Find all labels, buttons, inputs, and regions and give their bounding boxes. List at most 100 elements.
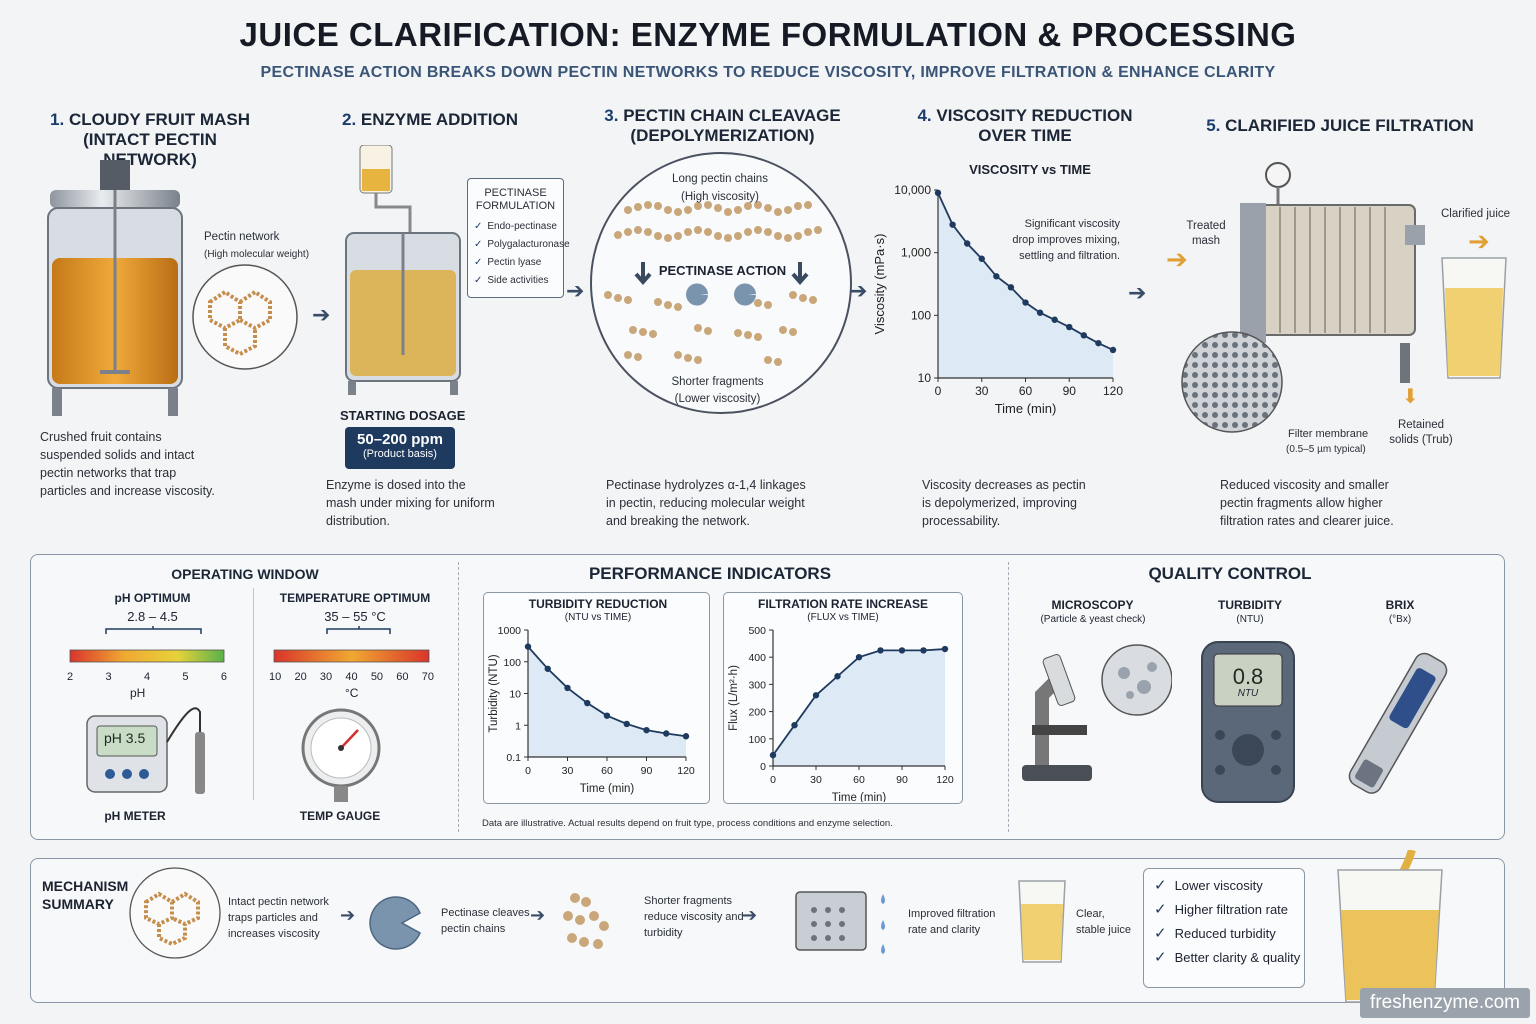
- data-point: [1051, 316, 1058, 323]
- microscope-icon: [1022, 644, 1172, 781]
- x-axis-label: Time (min): [995, 401, 1057, 416]
- short-fragments-label: Shorter fragments: [671, 376, 764, 388]
- data-point: [524, 643, 532, 650]
- y-tick-label: 1: [515, 720, 521, 732]
- treated-mash-label: Treated mash: [1186, 220, 1226, 247]
- data-point: [855, 654, 863, 661]
- temp-range: 35 – 55 °C: [324, 609, 386, 624]
- formulation-item: ✓Side activities: [474, 275, 549, 286]
- data-point: [769, 751, 777, 759]
- y-tick-label: 100: [503, 657, 521, 669]
- arrow-4-5: ➔: [1128, 280, 1147, 305]
- temp-unit: °C: [345, 686, 359, 700]
- operating-title: OPERATING WINDOW: [171, 566, 319, 582]
- x-tick-label: 0: [525, 765, 531, 777]
- y-tick-label: 400: [748, 652, 766, 664]
- data-point: [682, 733, 690, 740]
- data-point: [963, 240, 971, 247]
- x-tick-label: 90: [896, 774, 908, 786]
- x-tick-label: 120: [677, 765, 695, 777]
- pectin-network-label: Pectin network: [204, 231, 280, 243]
- data-point: [564, 684, 571, 692]
- mechanism-arrow: ➔: [530, 905, 546, 925]
- temp-gauge-label: TEMP GAUGE: [299, 809, 381, 823]
- y-tick-label: 200: [748, 707, 766, 719]
- dosage-basis: (Product basis): [363, 448, 437, 460]
- formulation-item: ✓Endo-pectinase: [474, 221, 557, 232]
- step3-title: 3. PECTIN CHAIN CLEAVAGE(DEPOLYMERIZATIO…: [604, 106, 841, 145]
- step5-desc: Reduced viscosity and smaller pectin fra…: [1220, 478, 1394, 528]
- long-chains-label: Long pectin chains: [672, 173, 768, 185]
- clarified-juice-label: Clarified juice: [1441, 208, 1511, 220]
- step2-title: 2. ENZYME ADDITION: [341, 110, 518, 129]
- ph-range: 2.8 – 4.5: [127, 609, 178, 624]
- benefit-item: ✓Better clarity & quality: [1154, 949, 1301, 966]
- data-point: [544, 665, 551, 672]
- enzyme-tank: [345, 145, 461, 395]
- mechanism-step-2: Pectinase cleaves pectin chains: [441, 907, 530, 935]
- qc-microscopy-sub: (Particle & yeast check): [1040, 614, 1146, 625]
- step4-desc: Viscosity decreases as pectin is depolym…: [922, 478, 1086, 528]
- mechanism-arrow: ➔: [340, 905, 356, 925]
- turbidity-meter-icon: [1201, 641, 1295, 803]
- viscosity-annotation: Significant viscosity drop improves mixi…: [1012, 218, 1120, 262]
- x-tick-label: 30: [562, 765, 574, 777]
- arrow-3-4: ➔: [849, 278, 868, 303]
- data-point: [1080, 332, 1088, 339]
- ph-meter-device: [86, 707, 205, 794]
- data-point: [1095, 339, 1102, 347]
- y-axis-label: Viscosity (mPa·s): [872, 234, 887, 335]
- temp-gauge-device: [301, 708, 381, 802]
- divider: [253, 588, 254, 800]
- y-tick-label: 0: [760, 761, 766, 773]
- data-point: [1066, 323, 1073, 331]
- flux-chart-subtitle: (FLUX vs TIME): [807, 612, 879, 623]
- data-point: [663, 730, 670, 737]
- y-tick-label: 10: [509, 689, 521, 701]
- qc-brix-sub: (°Bx): [1388, 614, 1412, 625]
- temp-title: TEMPERATURE OPTIMUM: [279, 591, 431, 605]
- turbidity-chart-box: [483, 592, 710, 804]
- data-point: [834, 673, 841, 680]
- short-fragments-sub: (Lower viscosity): [674, 393, 761, 405]
- step1-desc: Crushed fruit contains suspended solids …: [40, 430, 215, 498]
- flux-chart-title: FILTRATION RATE INCREASE: [758, 597, 928, 611]
- filter-press: [1240, 162, 1425, 383]
- x-tick-label: 30: [975, 384, 989, 398]
- turbidity-reading: 0.8: [1232, 664, 1264, 689]
- watermark: freshenzyme.com: [1360, 988, 1530, 1018]
- data-point: [812, 692, 820, 699]
- turbidity-chart-title: TURBIDITY REDUCTION: [528, 597, 668, 611]
- y-axis-label: Flux (L/m²·h): [728, 665, 740, 731]
- qc-brix-name: BRIX: [1385, 598, 1415, 612]
- data-point: [1022, 299, 1029, 306]
- data-point: [934, 189, 942, 197]
- membrane-label: Filter membrane: [1288, 428, 1369, 440]
- x-axis-label: Time (min): [580, 783, 635, 795]
- step2-desc: Enzyme is dosed into the mash under mixi…: [326, 478, 495, 528]
- data-point: [603, 712, 611, 719]
- divider: [1008, 562, 1009, 832]
- fragments-icon: [563, 893, 609, 949]
- ph-title: pH OPTIMUM: [114, 591, 191, 605]
- membrane-sub: (0.5–5 µm typical): [1286, 444, 1366, 455]
- x-tick-label: 0: [935, 384, 942, 398]
- data-point: [920, 647, 927, 654]
- x-tick-label: 60: [853, 774, 865, 786]
- refractometer-icon: [1348, 652, 1448, 794]
- y-tick-label: 100: [748, 734, 766, 746]
- retained-solids-arrow: ⬇: [1402, 386, 1419, 408]
- mechanism-arrow: ➔: [742, 905, 758, 925]
- formulation-item: ✓Pectin lyase: [474, 257, 542, 268]
- qc-turbidity-sub: (NTU): [1236, 614, 1264, 625]
- benefit-item: ✓Higher filtration rate: [1154, 901, 1289, 918]
- benefits-box: ✓Lower viscosity ✓Higher filtration rate…: [1143, 868, 1305, 988]
- temp-scale: [273, 626, 430, 663]
- data-point: [898, 647, 906, 654]
- data-point: [623, 720, 630, 728]
- x-tick-label: 90: [641, 765, 653, 777]
